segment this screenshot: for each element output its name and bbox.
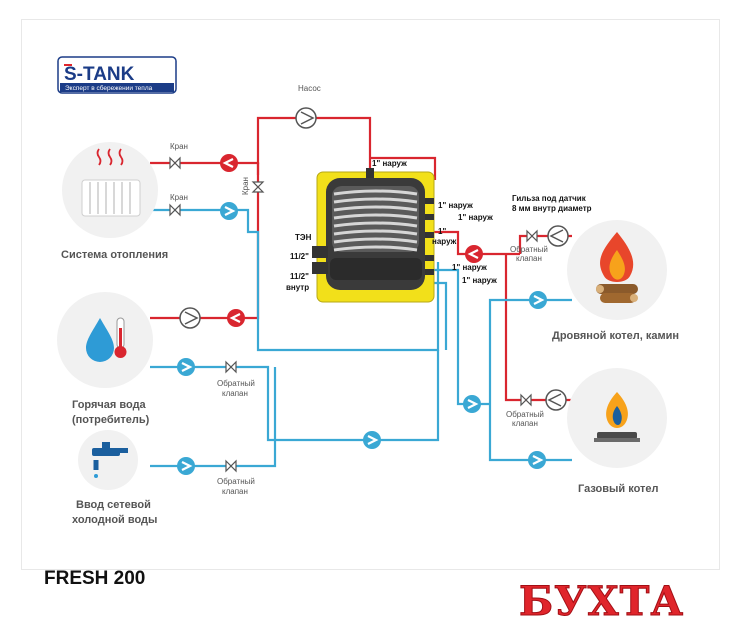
inner-label: внутр bbox=[286, 283, 309, 292]
check-hot-label-1: Обратный bbox=[217, 379, 255, 388]
hot-water-label-2: (потребитель) bbox=[72, 414, 150, 426]
hot-water-label-1: Горячая вода bbox=[72, 399, 147, 411]
port-3-label: 1" bbox=[438, 227, 446, 236]
port-top-label: 1" наруж bbox=[372, 159, 407, 168]
check-hot-label-2: клапан bbox=[222, 389, 248, 398]
heating-label: Система отопления bbox=[61, 249, 168, 261]
valve-bottom-label: Кран bbox=[170, 193, 188, 202]
arrow-icon bbox=[177, 154, 547, 475]
port-4-label: 1" наруж bbox=[452, 263, 487, 272]
gas-boiler-label: Газовый котел bbox=[578, 483, 659, 495]
port-2-label: 1" наруж bbox=[458, 213, 493, 222]
cold-pipes bbox=[150, 208, 572, 468]
valve-top-label: Кран bbox=[170, 142, 188, 151]
sensor-label-1: Гильза под датчик bbox=[512, 194, 587, 203]
cold-water-label-2: холодной воды bbox=[72, 514, 157, 526]
valve-vertical-label: Кран bbox=[241, 177, 250, 195]
pump-label: Насос bbox=[298, 84, 321, 93]
check-cold-label-1: Обратный bbox=[217, 477, 255, 486]
logo-tagline: Эксперт в сбережении тепла bbox=[65, 84, 153, 92]
ten-size-label: 11/2" bbox=[290, 252, 309, 261]
sensor-label-2: 8 мм внутр диаметр bbox=[512, 204, 592, 213]
cold-water-label-1: Ввод сетевой bbox=[76, 499, 151, 511]
radiator-icon bbox=[81, 148, 141, 217]
ten-label: ТЭН bbox=[295, 233, 312, 242]
check-gas-label-1: Обратный bbox=[506, 410, 544, 419]
port-1-label: 1" наруж bbox=[438, 201, 473, 210]
wood-boiler-node bbox=[567, 220, 667, 320]
gas-burner-icon bbox=[594, 392, 640, 442]
cold-water-node bbox=[78, 430, 138, 490]
water-drop-thermometer-icon bbox=[86, 317, 127, 362]
inner-size-label: 11/2" bbox=[290, 272, 309, 281]
check-cold-label-2: клапан bbox=[222, 487, 248, 496]
wood-boiler-label: Дровяной котел, камин bbox=[552, 330, 679, 342]
pump-icon bbox=[295, 107, 317, 129]
fire-icon bbox=[596, 232, 638, 303]
pump-icon bbox=[545, 389, 567, 411]
pump-icon bbox=[547, 225, 569, 247]
logo-brand: S-TANK bbox=[64, 64, 135, 85]
water-tank bbox=[312, 168, 435, 303]
check-wood-label-2: клапан bbox=[516, 254, 542, 263]
check-wood-label-1: Обратный bbox=[510, 245, 548, 254]
port-3b-label: наруж bbox=[432, 237, 457, 246]
pump-icon bbox=[179, 307, 201, 329]
check-gas-label-2: клапан bbox=[512, 419, 538, 428]
port-5-label: 1" наруж bbox=[462, 276, 497, 285]
gas-boiler-node bbox=[567, 368, 667, 468]
watermark-logo: БУХТА bbox=[518, 578, 685, 626]
heating-node bbox=[62, 142, 158, 238]
model-name: FRESH 200 bbox=[44, 568, 146, 589]
hot-water-node bbox=[57, 292, 153, 388]
valve-icon bbox=[169, 156, 538, 473]
s-tank-logo: S-TANK Эксперт в сбережении тепла bbox=[57, 56, 177, 94]
faucet-icon bbox=[92, 442, 128, 478]
